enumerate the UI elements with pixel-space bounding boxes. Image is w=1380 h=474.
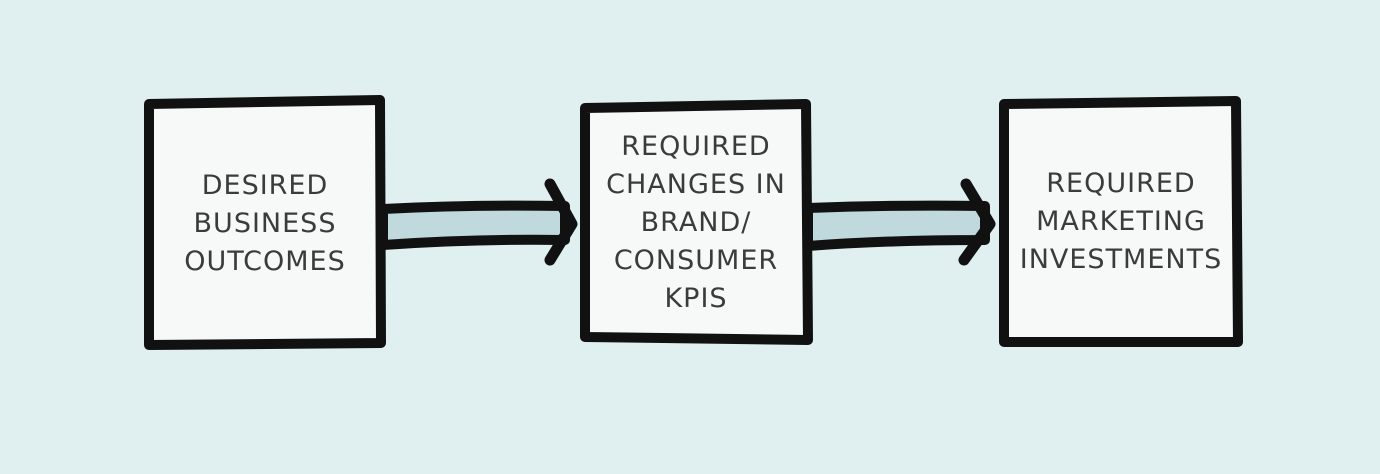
label-line: REQUIRED xyxy=(1046,168,1196,199)
label-line: INVESTMENTS xyxy=(1019,244,1223,275)
arrow-shaft xyxy=(378,200,570,250)
arrow-head xyxy=(958,178,996,266)
label-line: BUSINESS xyxy=(193,207,337,239)
label-line: CHANGES IN xyxy=(606,168,786,200)
label-line: BRAND/ xyxy=(640,206,752,238)
label-line: DESIRED xyxy=(201,169,329,201)
box-required-changes-kpis xyxy=(580,99,813,345)
box-desired-business-outcomes xyxy=(144,95,386,350)
arrow-head xyxy=(544,178,578,266)
box-required-marketing-investments xyxy=(999,96,1243,347)
label-required-marketing-investments: REQUIRED MARKETING INVESTMENTS xyxy=(1009,106,1233,338)
arrow-outcomes-to-kpis xyxy=(378,178,578,266)
label-line: OUTCOMES xyxy=(184,245,346,277)
label-line: KPIS xyxy=(664,282,728,314)
label-line: REQUIRED xyxy=(621,130,771,162)
label-desired-business-outcomes: DESIRED BUSINESS OUTCOMES xyxy=(154,106,376,341)
arrow-shaft xyxy=(803,200,990,251)
label-line: CONSUMER xyxy=(613,244,779,276)
label-line: MARKETING xyxy=(1036,206,1206,237)
label-required-changes-kpis: REQUIRED CHANGES IN BRAND/ CONSUMER KPIS xyxy=(590,110,802,335)
arrow-kpis-to-investments xyxy=(803,178,996,266)
